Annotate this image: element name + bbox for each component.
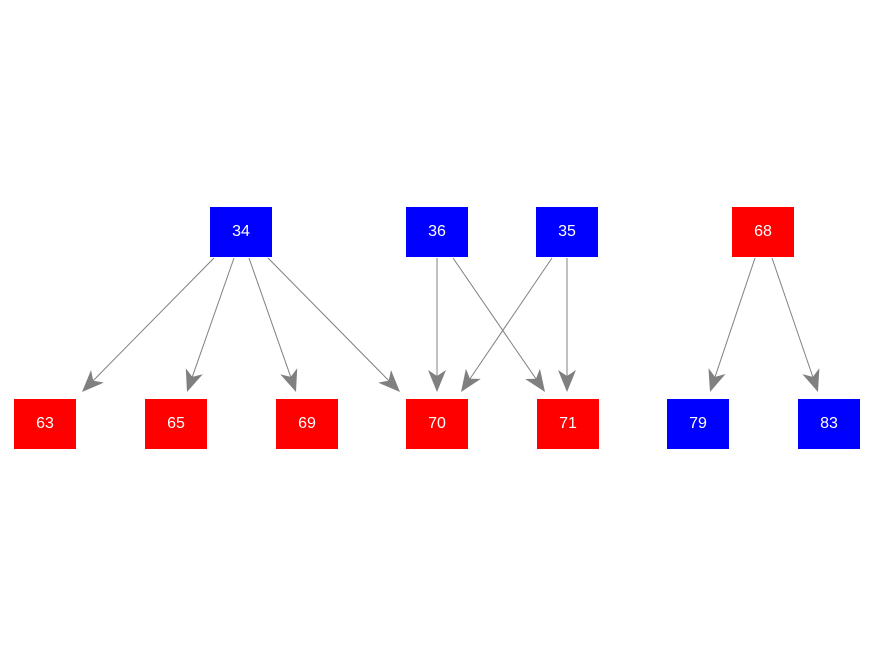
- edge-34-65: [191, 257, 235, 378]
- node-label: 35: [558, 223, 576, 240]
- edge-34-63: [92, 257, 215, 381]
- node-71[interactable]: 71: [537, 399, 599, 449]
- arrowhead-34-65: [185, 368, 203, 392]
- node-label: 83: [820, 415, 838, 432]
- node-label: 68: [754, 223, 772, 240]
- arrowhead-36-71: [525, 368, 545, 392]
- node-83[interactable]: 83: [798, 399, 860, 449]
- edge-68-83: [771, 257, 814, 378]
- edge-36-71: [452, 257, 537, 380]
- node-label: 34: [232, 223, 250, 240]
- node-68[interactable]: 68: [732, 207, 794, 257]
- arrowhead-36-70: [428, 370, 446, 392]
- edge-34-70: [267, 257, 390, 381]
- node-label: 70: [428, 415, 446, 432]
- arrowhead-34-63: [82, 370, 104, 392]
- arrowhead-34-69: [280, 368, 298, 392]
- node-69[interactable]: 69: [276, 399, 338, 449]
- node-79[interactable]: 79: [667, 399, 729, 449]
- node-label: 79: [689, 415, 707, 432]
- node-34[interactable]: 34: [210, 207, 272, 257]
- node-label: 63: [36, 415, 54, 432]
- node-63[interactable]: 63: [14, 399, 76, 449]
- arrowhead-35-70: [461, 368, 481, 392]
- edge-34-69: [248, 257, 292, 378]
- edge-68-79: [714, 257, 756, 377]
- node-label: 36: [428, 223, 446, 240]
- node-36[interactable]: 36: [406, 207, 468, 257]
- node-label: 71: [559, 415, 577, 432]
- arrowhead-34-70: [378, 370, 400, 392]
- node-label: 69: [298, 415, 316, 432]
- edge-35-70: [469, 257, 553, 380]
- arrowhead-68-83: [802, 368, 820, 392]
- arrowhead-68-79: [708, 368, 726, 392]
- arrowhead-35-71: [558, 370, 576, 392]
- node-65[interactable]: 65: [145, 399, 207, 449]
- node-label: 65: [167, 415, 185, 432]
- node-35[interactable]: 35: [536, 207, 598, 257]
- node-70[interactable]: 70: [406, 399, 468, 449]
